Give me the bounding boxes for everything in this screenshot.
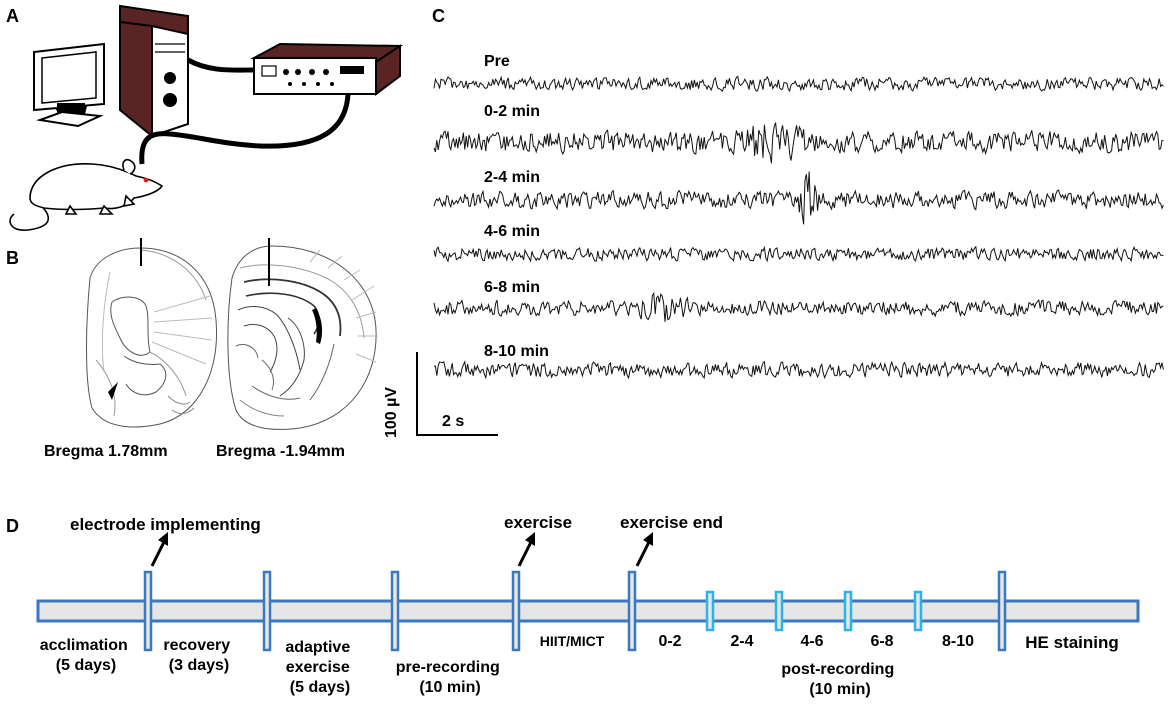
segment-label: HE staining bbox=[1025, 633, 1119, 652]
panel-letter-d: D bbox=[6, 516, 19, 536]
timeline-marker bbox=[627, 570, 637, 652]
trace-label: 0-2 min bbox=[484, 103, 540, 120]
event-label: exercise end bbox=[620, 513, 723, 532]
segment-label: 4-6 bbox=[800, 633, 823, 650]
scale-bar: 100 µV 2 s bbox=[383, 352, 498, 438]
rat-amp-cable bbox=[139, 93, 351, 165]
timeline-marker bbox=[390, 570, 400, 652]
post-recording-marker bbox=[913, 590, 923, 632]
scale-voltage-label: 100 µV bbox=[383, 387, 400, 438]
tower-amp-cable bbox=[186, 57, 255, 73]
panel-letter-a: A bbox=[6, 6, 19, 26]
trace-label: Pre bbox=[484, 53, 510, 70]
lfp-trace bbox=[433, 245, 1164, 263]
segment-label: 0-2 bbox=[658, 633, 681, 650]
post-recording-marker bbox=[774, 590, 784, 632]
amplifier-icon bbox=[250, 42, 404, 96]
section-label-bregma-1-78: Bregma 1.78mm bbox=[44, 443, 168, 460]
panel-letter-b: B bbox=[6, 248, 19, 268]
post-recording-marker bbox=[705, 590, 715, 632]
trace-label: 8-10 min bbox=[484, 343, 549, 360]
monitor-icon bbox=[33, 42, 105, 128]
lfp-trace bbox=[433, 171, 1164, 225]
lfp-trace bbox=[433, 75, 1164, 93]
arrow-exercise bbox=[517, 532, 535, 567]
segment-label: pre-recording (10 min) bbox=[396, 659, 504, 696]
trace-label: 6-8 min bbox=[484, 279, 540, 296]
segment-label: adaptive exercise (5 days) bbox=[285, 639, 354, 696]
trace-label: 4-6 min bbox=[484, 223, 540, 240]
brain-section-right bbox=[227, 238, 378, 430]
segment-label: HIIT/MICT bbox=[540, 633, 605, 649]
computer-tower-icon bbox=[119, 4, 189, 139]
timeline-bar bbox=[36, 599, 1140, 623]
event-label: exercise bbox=[504, 513, 572, 532]
arrow-exercise-end bbox=[635, 532, 653, 567]
section-label-bregma-neg-1-94: Bregma -1.94mm bbox=[216, 443, 345, 460]
lfp-trace bbox=[433, 360, 1164, 380]
event-label: electrode implementing bbox=[70, 515, 261, 534]
trace-label: 2-4 min bbox=[484, 169, 540, 186]
brain-section-left bbox=[86, 238, 218, 428]
timeline-marker bbox=[262, 570, 272, 652]
segment-label: 2-4 bbox=[730, 633, 753, 650]
timeline-marker bbox=[143, 570, 153, 652]
recording-setup-illustration bbox=[9, 4, 404, 231]
post-recording-label: post-recording (10 min) bbox=[781, 661, 898, 698]
segment-label: 6-8 bbox=[870, 633, 893, 650]
arrow-electrode-implementing bbox=[150, 532, 168, 567]
timeline-marker bbox=[511, 570, 521, 652]
panel-letter-c: C bbox=[432, 6, 445, 26]
rat-icon bbox=[9, 158, 164, 231]
timeline-marker bbox=[997, 570, 1007, 652]
segment-label: recovery (3 days) bbox=[163, 637, 234, 674]
lfp-traces bbox=[433, 75, 1164, 380]
segment-label: 8-10 bbox=[942, 633, 974, 650]
lfp-trace bbox=[433, 291, 1164, 322]
post-recording-marker bbox=[843, 590, 853, 632]
experiment-timeline: electrode implementing exercise exercise… bbox=[36, 513, 1140, 698]
lfp-trace bbox=[433, 122, 1164, 164]
segment-label: acclimation (5 days) bbox=[40, 637, 132, 674]
scale-time-label: 2 s bbox=[442, 413, 464, 430]
